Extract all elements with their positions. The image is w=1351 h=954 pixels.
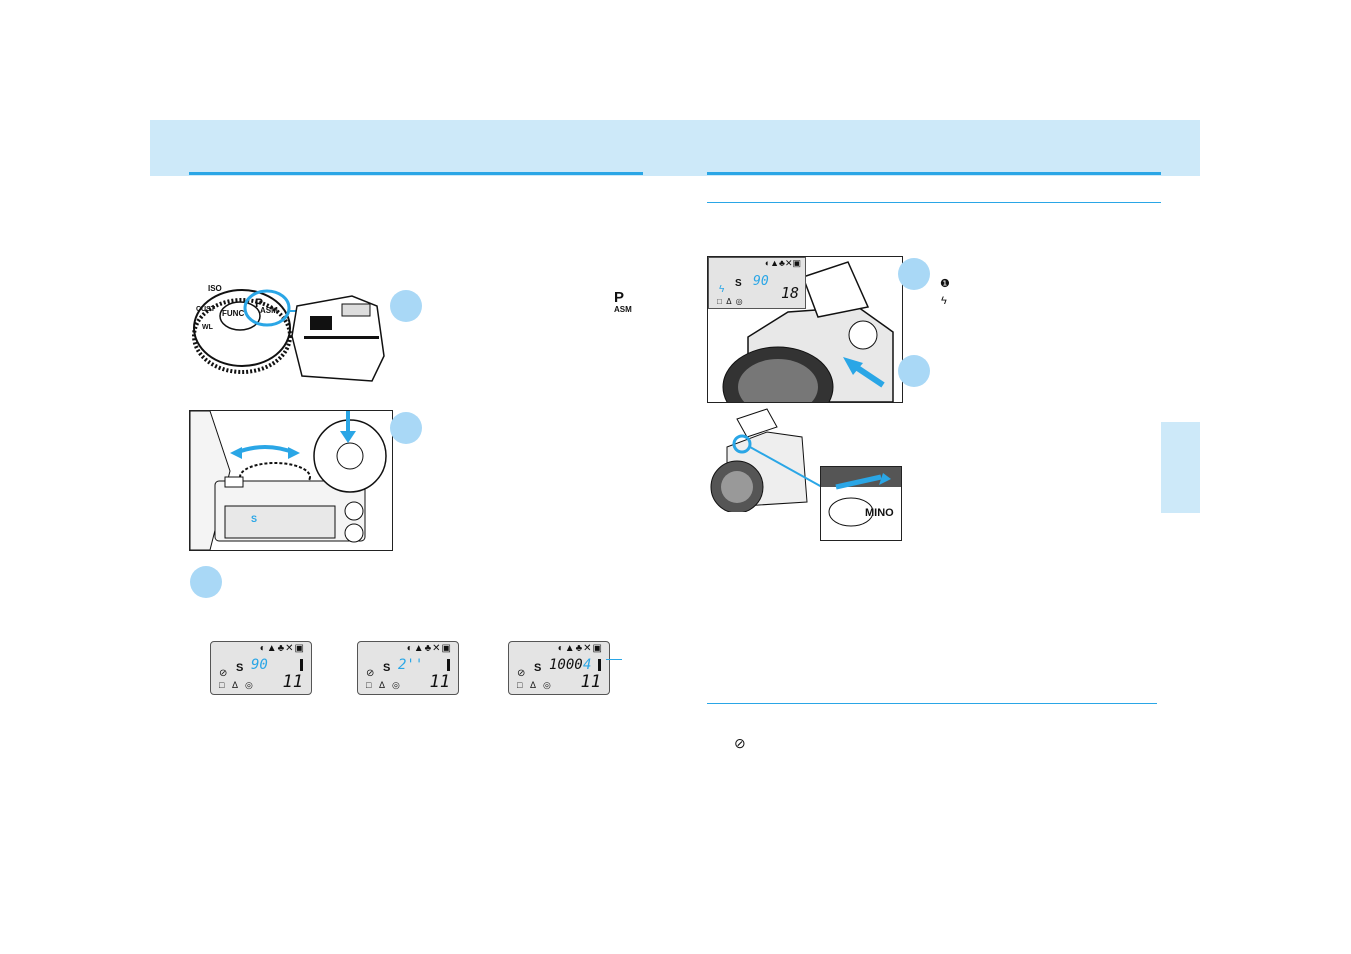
lcd-bottom-icons: □ Δ ◎ [219, 680, 253, 690]
lcd-mode: S [236, 662, 244, 674]
lcd-example-1: ◐▲♣✕▣ ⊘ S 90 11 □ Δ ◎ [210, 641, 312, 695]
lcd-icons: ◐▲♣✕▣ [406, 643, 452, 654]
lcd-shutter: 1000 [549, 657, 583, 673]
camera-lcd: ◐▲♣✕▣ ϟ S 90 18 □ Δ ◎ [708, 257, 806, 309]
flash-camera-illustration: ◐▲♣✕▣ ϟ S 90 18 □ Δ ◎ [707, 256, 903, 403]
dial-label-wl: WL [202, 324, 213, 331]
right-section-rule [707, 703, 1157, 704]
pasm-main: P [614, 289, 625, 306]
pasm-symbol: P ASM [614, 290, 632, 315]
left-title-rule [189, 172, 643, 175]
lcd-icons: ◐▲♣✕▣ [259, 643, 305, 654]
panel-mode-letter: S [251, 514, 258, 524]
lcd-bar [447, 659, 450, 671]
camera-lcd-shutter: 90 [753, 274, 769, 289]
flash-button-closeup: MINO [820, 466, 902, 541]
flash-fill-icon: ϟ [941, 295, 947, 307]
step-marker-3 [190, 566, 222, 598]
small-camera-illustration [707, 407, 827, 514]
flash-cancel-icon: ⊘ [219, 668, 228, 679]
lcd-aperture: 11 [429, 672, 450, 692]
camera-lcd-aperture: 18 [780, 284, 799, 302]
lcd-icons: ◐▲♣✕▣ [764, 258, 801, 268]
lcd-shutter: 2'' [398, 657, 424, 673]
lcd-icons: ◐▲♣✕▣ [557, 643, 603, 654]
dial-label-asm: ASM [260, 306, 278, 315]
step-marker-2 [390, 412, 422, 444]
lcd-aperture: 11 [282, 672, 303, 692]
lcd-mode: S [383, 662, 391, 674]
step-marker-1 [390, 290, 422, 322]
chapter-tab [1161, 422, 1200, 513]
right-title-rule [707, 172, 1161, 175]
camera-lcd-mode: S [735, 278, 742, 289]
flash-icon: ϟ [719, 284, 725, 295]
control-panel-illustration: S [189, 410, 393, 551]
dial-label-cust: CUST [196, 306, 216, 313]
lcd-aperture: 11 [580, 672, 601, 692]
lcd-pointer-line [606, 659, 622, 660]
lcd-bar [300, 659, 303, 671]
lcd-bottom-icons: □ Δ ◎ [517, 680, 551, 690]
lcd-example-2: ◐▲♣✕▣ ⊘ S 2'' 11 □ Δ ◎ [357, 641, 459, 695]
flash-cancel-icon: ⊘ [734, 735, 746, 751]
pasm-sub: ASM [614, 305, 632, 314]
header-band [150, 120, 1200, 176]
lcd-example-3: ◐▲♣✕▣ ⊘ S 1000 4 11 □ Δ ◎ [508, 641, 610, 695]
lcd-shutter: 90 [251, 657, 268, 673]
lcd-mode: S [534, 662, 542, 674]
mode-dial-illustration: FUNC P ASM ISO CUST WL [192, 276, 392, 386]
lcd-shutter-alt: 4 [583, 657, 592, 673]
lcd-bottom-icons: □ Δ ◎ [717, 297, 743, 306]
dial-label-p: P [255, 296, 264, 310]
flash-cancel-icon: ⊘ [517, 668, 526, 679]
dial-label-func: FUNC [222, 309, 245, 318]
step-marker-4 [898, 258, 930, 290]
brand-label: MINO [865, 507, 894, 519]
lcd-bar [598, 659, 601, 671]
lcd-bottom-icons: □ Δ ◎ [366, 680, 400, 690]
step-marker-5 [898, 355, 930, 387]
dial-label-iso: ISO [208, 284, 222, 293]
flash-auto-icon: ❶ [940, 278, 950, 290]
flash-cancel-icon: ⊘ [366, 668, 375, 679]
right-subtitle-rule [707, 202, 1161, 203]
